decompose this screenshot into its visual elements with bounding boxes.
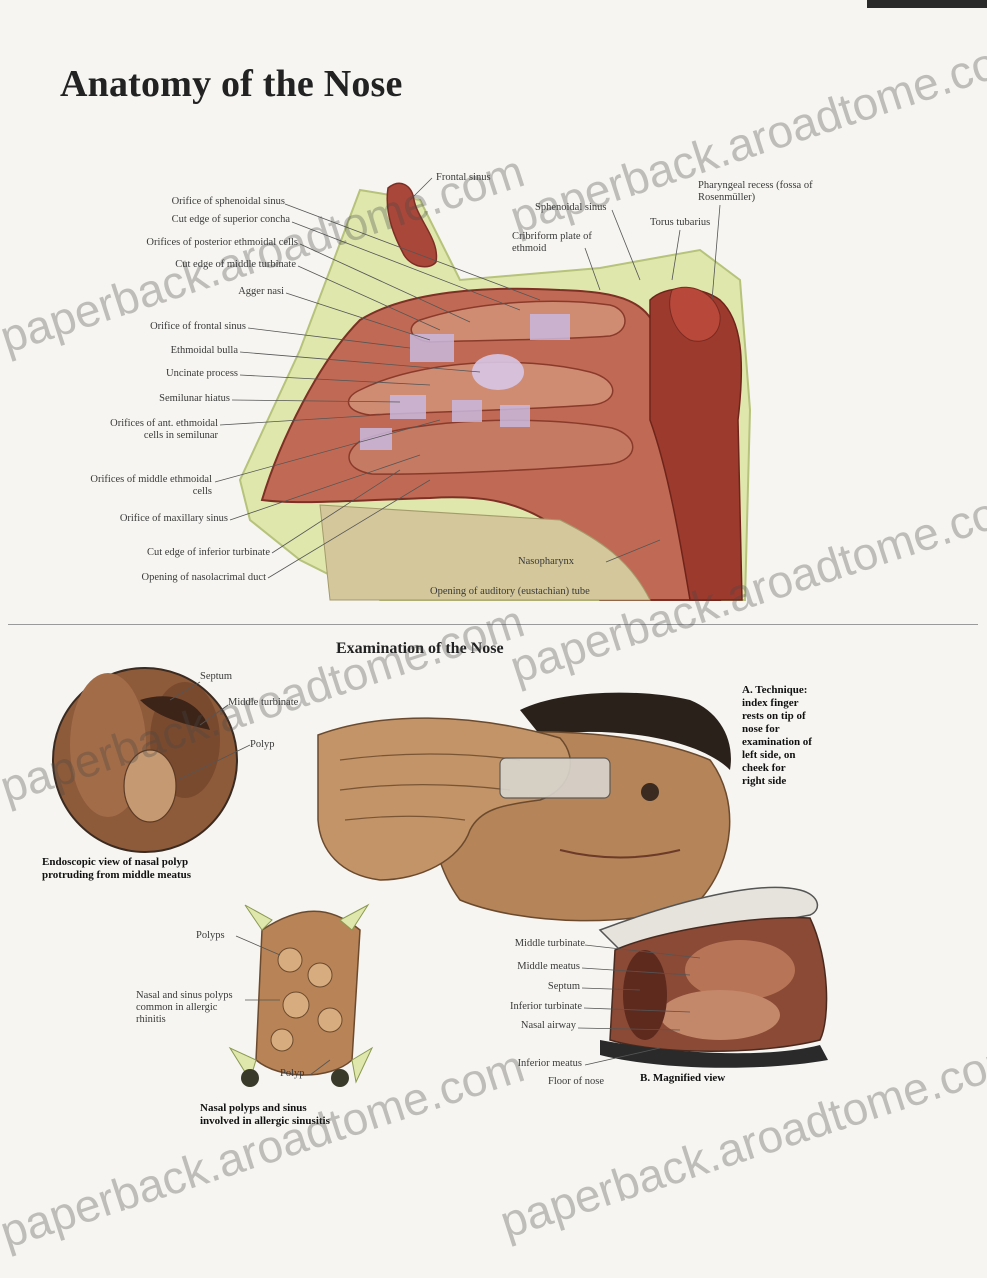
label-ethmoidal-bulla: Ethmoidal bulla (110, 345, 238, 357)
label-semilunar-hiatus: Semilunar hiatus (100, 393, 230, 405)
label-cribriform-plate: Cribriform plate of ethmoid (512, 231, 622, 255)
label-mag-inferior-turbinate: Inferior turbinate (440, 1001, 582, 1013)
polyp-nodule-5 (271, 1029, 293, 1051)
nasal-speculum (500, 758, 610, 798)
label-mag-inferior-meatus: Inferior meatus (440, 1058, 582, 1070)
label-auditory-tube-opening: Opening of auditory (eustachian) tube (430, 586, 590, 598)
label-pharyngeal-recess: Pharyngeal recess (fossa of Rosenmüller) (698, 180, 828, 204)
examination-technique-illustration (318, 693, 731, 921)
polyp-nodule-2 (308, 963, 332, 987)
endoscopic-caption: Endoscopic view of nasal polyp protrudin… (42, 856, 191, 882)
label-polyps: Polyps (196, 930, 225, 942)
orifice-highlight-1 (530, 314, 570, 340)
label-endo-septum: Septum (200, 671, 232, 683)
label-nasolacrimal-duct: Opening of nasolacrimal duct (80, 572, 266, 584)
polyp-cluster (256, 911, 360, 1075)
magnified-septum (623, 950, 667, 1040)
label-uncinate-process: Uncinate process (110, 368, 238, 380)
polyps-caption: Nasal polyps and sinus involved in aller… (200, 1102, 330, 1128)
label-ant-ethmoidal-cells: Orifices of ant. ethmoidal cells in semi… (104, 418, 218, 442)
label-posterior-ethmoidal-cells: Orifices of posterior ethmoidal cells (68, 237, 298, 249)
label-frontal-sinus-orifice: Orifice of frontal sinus (90, 321, 246, 333)
label-maxillary-sinus-orifice: Orifice of maxillary sinus (60, 513, 228, 525)
label-torus-tubarius: Torus tubarius (650, 217, 712, 229)
label-agger-nasi: Agger nasi (180, 286, 284, 298)
sinus-base-right (352, 1048, 372, 1082)
endoscopic-view-illustration (53, 668, 250, 852)
polyp-right-bottom (331, 1069, 349, 1087)
label-polyp-bottom: Polyp (280, 1068, 305, 1080)
orifice-highlight-3 (390, 395, 426, 419)
label-frontal-sinus: Frontal sinus (436, 172, 491, 184)
label-mag-septum: Septum (440, 981, 580, 993)
orifice-highlight-4 (452, 400, 482, 422)
label-middle-ethmoidal-cells: Orifices of middle ethmoidal cells (80, 474, 212, 498)
technique-caption: A. Technique: index finger rests on tip … (742, 684, 812, 788)
label-nasopharynx: Nasopharynx (518, 556, 574, 568)
magnified-inferior-turbinate (660, 990, 780, 1040)
label-nasal-sinus-polyps: Nasal and sinus polyps common in allergi… (136, 990, 244, 1026)
label-mag-middle-meatus: Middle meatus (440, 961, 580, 973)
section-divider (8, 624, 978, 625)
polyp-nodule-3 (283, 992, 309, 1018)
eye (641, 783, 659, 801)
examination-section-title: Examination of the Nose (336, 640, 504, 658)
polyp-mass (124, 750, 176, 822)
orifice-highlight-2 (410, 334, 454, 362)
polyps-illustration (230, 905, 372, 1087)
label-endo-polyp: Polyp (250, 739, 275, 751)
label-middle-turbinate-cut: Cut edge of middle turbinate (100, 259, 296, 271)
orifice-highlight-6 (360, 428, 392, 450)
orifice-highlight-5 (500, 405, 530, 427)
polyp-left-bottom (241, 1069, 259, 1087)
label-endo-middle-turbinate: Middle turbinate (228, 697, 298, 709)
magnified-middle-turbinate (685, 940, 795, 1000)
label-mag-nasal-airway: Nasal airway (440, 1020, 576, 1032)
label-superior-concha: Cut edge of superior concha (100, 214, 290, 226)
label-mag-middle-turbinate: Middle turbinate (440, 938, 585, 950)
label-inferior-turbinate-cut: Cut edge of inferior turbinate (80, 547, 270, 559)
magnified-caption: B. Magnified view (640, 1072, 725, 1085)
label-mag-floor-of-nose: Floor of nose (440, 1076, 604, 1088)
polyp-nodule-4 (318, 1008, 342, 1032)
label-orifice-sphenoidal-sinus: Orifice of sphenoidal sinus (130, 196, 285, 208)
label-sphenoidal-sinus: Sphenoidal sinus (535, 202, 606, 214)
polyp-nodule-1 (278, 948, 302, 972)
